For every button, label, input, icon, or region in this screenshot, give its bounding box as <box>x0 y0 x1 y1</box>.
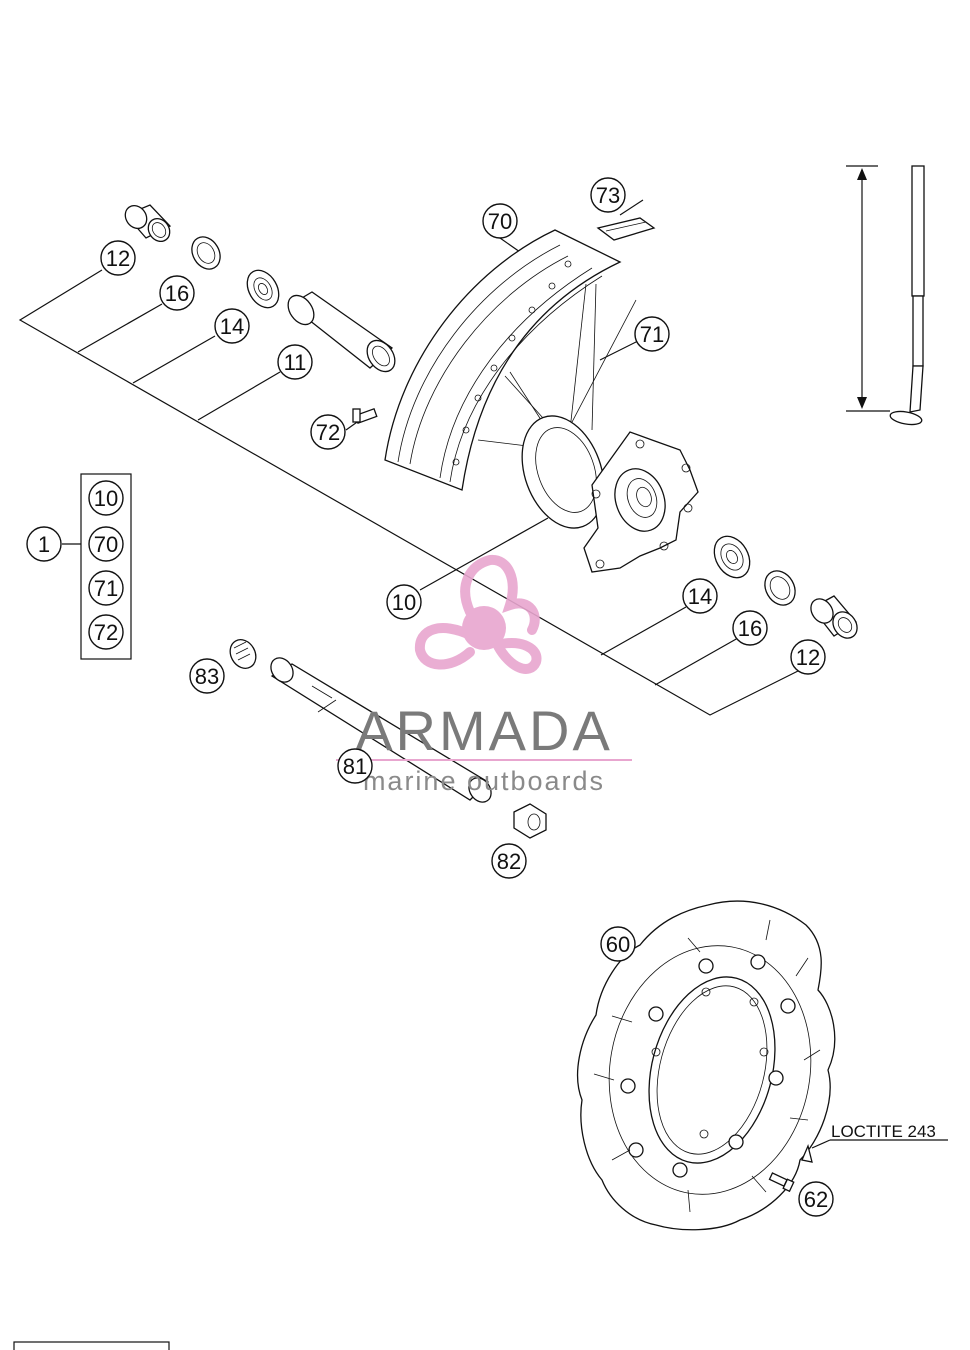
kit-item-72-label: 72 <box>94 620 118 645</box>
kit-box <box>62 473 132 660</box>
callout-62-label: 62 <box>804 1187 828 1212</box>
callout-72-circle <box>310 414 346 450</box>
callout-16-top-circle <box>159 275 195 311</box>
callout-14-right: 14 <box>682 578 718 614</box>
rim-spoke-holes <box>452 260 572 466</box>
loctite-note: LOCTITE 243 <box>831 1122 936 1141</box>
callout-12-top-label: 12 <box>106 246 130 271</box>
disc-slots <box>593 919 821 1213</box>
callout-62: 62 <box>798 1181 834 1217</box>
callout-62-circle <box>798 1181 834 1217</box>
kit-item-70: 70 <box>88 526 124 562</box>
callout-12-top-circle <box>100 240 136 276</box>
callout-14-top-circle <box>214 308 250 344</box>
kit-item-10: 10 <box>88 480 124 516</box>
watermark-text: ARMADA marine outboards <box>336 699 632 796</box>
wheel-hub <box>521 415 699 573</box>
callout-16-right-circle <box>732 610 768 646</box>
wheel-axle <box>270 657 492 803</box>
callout-81-circle <box>337 748 373 784</box>
kit-item-70-circle <box>88 526 124 562</box>
callout-82-circle <box>491 843 527 879</box>
callout-12-right: 12 <box>790 639 826 675</box>
callout-14-top: 14 <box>214 308 250 344</box>
callout-72-label: 72 <box>316 420 340 445</box>
figure-reference-box <box>13 1341 170 1350</box>
brake-disc <box>576 900 836 1231</box>
callout-70: 70 <box>482 203 518 239</box>
callout-14-right-circle <box>682 578 718 614</box>
disc-screw <box>768 1139 948 1193</box>
callout-12-top: 12 <box>100 240 136 276</box>
callout-82: 82 <box>491 843 527 879</box>
callout-83-circle <box>189 658 225 694</box>
shaft-seal-top <box>191 236 221 270</box>
callout-71-circle <box>634 316 670 352</box>
watermark-propeller-logo <box>414 554 542 674</box>
spoke-detail <box>846 165 925 426</box>
kit-item-71-circle <box>88 570 124 606</box>
callout-11: 11 <box>277 344 313 380</box>
callout-1-circle <box>26 526 62 562</box>
callout-12-right-circle <box>790 639 826 675</box>
hub-screw <box>352 407 378 425</box>
callout-73-circle <box>590 177 626 213</box>
spacer-bushing-right <box>810 595 858 639</box>
disc-rivets <box>620 954 796 1178</box>
callout-60-label: 60 <box>606 932 630 957</box>
callout-72: 72 <box>310 414 346 450</box>
callout-10-circle <box>386 584 422 620</box>
callout-16-right: 16 <box>732 610 768 646</box>
callout-16-right-label: 16 <box>738 616 762 641</box>
callout-60: 60 <box>600 926 636 962</box>
callout-71: 71 <box>634 316 670 352</box>
callout-71-label: 71 <box>640 322 664 347</box>
wheel-rim <box>384 229 622 491</box>
kit-item-71: 71 <box>88 570 124 606</box>
callout-11-circle <box>277 344 313 380</box>
callout-73-label: 73 <box>596 183 620 208</box>
callout-14-right-label: 14 <box>688 584 712 609</box>
kit-item-72: 72 <box>88 614 124 650</box>
callout-81-label: 81 <box>343 754 367 779</box>
ball-bearing-right <box>713 535 751 579</box>
callout-12-right-label: 12 <box>796 645 820 670</box>
callout-73: 73 <box>590 177 626 213</box>
callout-16-top: 16 <box>159 275 195 311</box>
kit-item-71-label: 71 <box>94 576 118 601</box>
kit-item-72-circle <box>88 614 124 650</box>
watermark-tagline: marine outboards <box>363 766 605 796</box>
callout-60-circle <box>600 926 636 962</box>
callout-14-top-label: 14 <box>220 314 244 339</box>
kit-item-10-label: 10 <box>94 486 118 511</box>
shaft-seal-right <box>764 570 796 606</box>
callout-1: 1 <box>26 526 62 562</box>
callout-70-label: 70 <box>488 209 512 234</box>
spacer-tube <box>287 291 396 373</box>
callout-83-label: 83 <box>195 664 219 689</box>
callout-83: 83 <box>189 658 225 694</box>
leader-lines-left <box>18 199 809 716</box>
ball-bearing-top <box>246 269 280 309</box>
callout-70-circle <box>482 203 518 239</box>
spacer-bushing-top <box>124 204 172 243</box>
watermark-brand: ARMADA <box>355 699 613 762</box>
callout-10: 10 <box>386 584 422 620</box>
rim-tape <box>596 217 656 241</box>
callout-81: 81 <box>337 748 373 784</box>
callouts: 12 16 14 11 70 73 71 72 1 10 70 71 72 10 14 16 12 83 81 82 6… <box>26 177 834 1217</box>
callout-11-label: 11 <box>284 350 307 375</box>
disc-mount-holes <box>651 987 769 1139</box>
callout-82-label: 82 <box>497 849 521 874</box>
callout-16-top-label: 16 <box>165 281 189 306</box>
axle-nut-right <box>513 803 547 839</box>
callout-10-label: 10 <box>392 590 416 615</box>
axle-nut-left <box>229 639 257 669</box>
kit-item-70-label: 70 <box>94 532 118 557</box>
kit-item-10-circle <box>88 480 124 516</box>
callout-1-label: 1 <box>38 532 50 557</box>
